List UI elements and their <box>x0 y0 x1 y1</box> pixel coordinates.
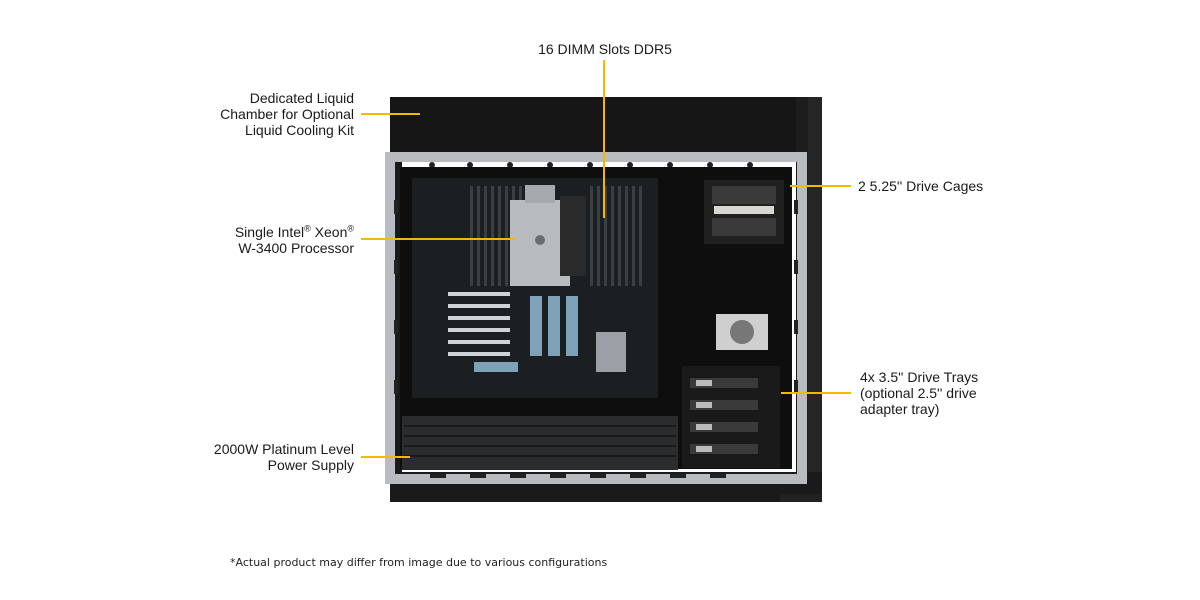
drive-trays-label-line-2: (optional 2.5'' drive <box>860 385 977 401</box>
drive-trays-label-line-1: 4x 3.5'' Drive Trays <box>860 369 979 385</box>
pcie-slots <box>448 292 510 356</box>
processor-label-b: Xeon <box>310 224 348 240</box>
drive-cages-label: 2 5.25'' Drive Cages <box>858 178 984 194</box>
psu-label-line-1: 2000W Platinum Level <box>213 441 354 457</box>
registered-mark-1: ® <box>304 223 311 234</box>
processor-label-line-1: Single Intel® Xeon® <box>184 224 354 240</box>
psu-callout: 2000W Platinum Level Power Supply <box>184 441 354 473</box>
metal-frame <box>385 152 807 484</box>
m2-drives <box>474 296 578 372</box>
dimm-label: 16 DIMM Slots DDR5 <box>538 41 672 57</box>
liquid-callout: Dedicated Liquid Chamber for Optional Li… <box>184 90 354 138</box>
chassis-top-panel <box>390 97 808 159</box>
processor-label-line-2: W-3400 Processor <box>238 240 354 256</box>
drive-trays-label-line-3: adapter tray) <box>860 401 940 417</box>
liquid-label-line-3: Liquid Cooling Kit <box>245 122 354 138</box>
processor-label-a: Single Intel <box>234 224 305 240</box>
liquid-label-line-2: Chamber for Optional <box>220 106 354 122</box>
psu-label-line-2: Power Supply <box>267 457 354 473</box>
power-supply <box>402 416 678 470</box>
registered-mark-2: ® <box>347 223 354 234</box>
dimm-callout: 16 DIMM Slots DDR5 <box>490 41 720 57</box>
drive-trays-callout: 4x 3.5'' Drive Trays (optional 2.5'' dri… <box>860 369 1060 417</box>
drive-cages-callout: 2 5.25'' Drive Cages <box>858 178 1058 194</box>
liquid-label-line-1: Dedicated Liquid <box>249 90 354 106</box>
processor-callout: Single Intel® Xeon® W-3400 Processor <box>184 224 354 256</box>
drive-trays-3-5 <box>682 366 780 468</box>
disclaimer-footnote: *Actual product may differ from image du… <box>230 556 608 569</box>
